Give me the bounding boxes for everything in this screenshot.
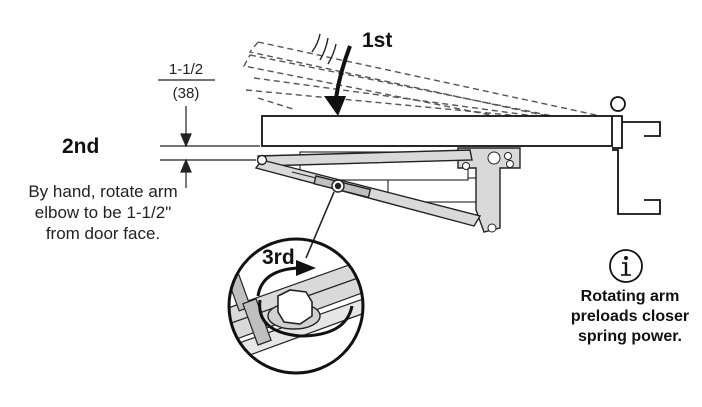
info-icon — [609, 249, 643, 283]
detail-leader — [305, 191, 335, 259]
first-push-arrow — [324, 45, 352, 116]
door-frame — [610, 96, 661, 215]
motion-lines — [311, 33, 337, 65]
step-second-label: 2nd — [62, 135, 100, 158]
instruction-text: By hand, rotate arm elbow to be 1-1/2" f… — [28, 182, 178, 243]
detail-magnifier — [227, 237, 365, 375]
dimension-inches: 1-1/2 — [169, 61, 203, 78]
mounting-bracket — [457, 147, 521, 233]
dimension-millimeters: (38) — [173, 85, 200, 102]
step-third-label: 3rd — [262, 246, 295, 269]
step-first-label: 1st — [362, 29, 392, 52]
door-slab — [261, 115, 613, 147]
dimension-lines — [158, 79, 260, 188]
info-note-text: Rotating arm preloads closer spring powe… — [570, 288, 690, 345]
closer-arm — [254, 149, 482, 227]
